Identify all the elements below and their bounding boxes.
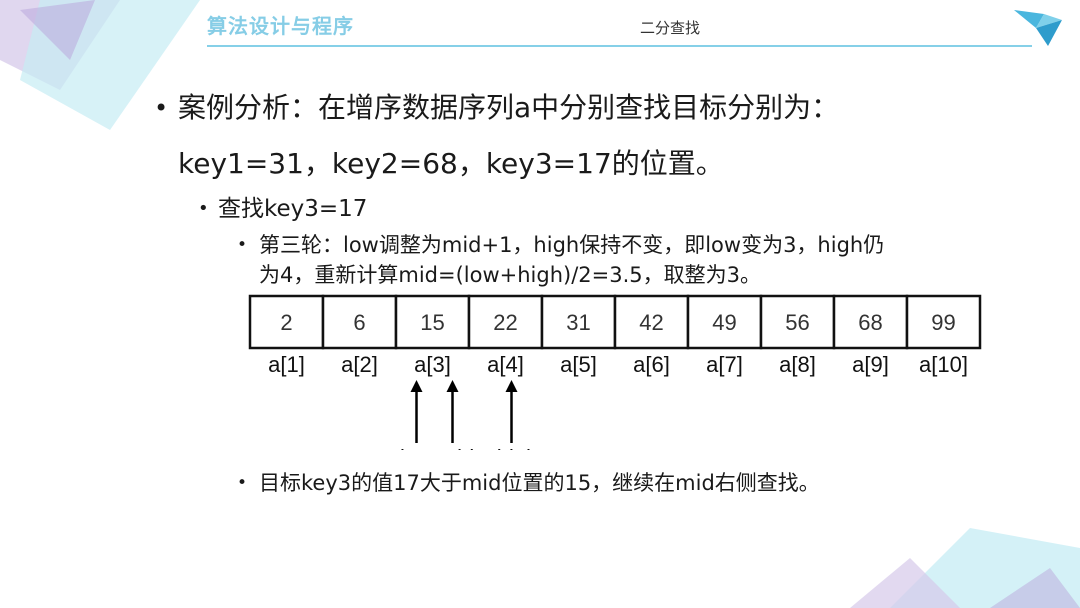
array-value: 42 xyxy=(639,310,663,335)
array-index-label: a[4] xyxy=(487,352,524,377)
conclusion-text: 目标key3的值17大于mid位置的15，继续在mid右侧查找。 xyxy=(259,471,820,495)
array-cell xyxy=(905,294,982,350)
array-value: 99 xyxy=(931,310,955,335)
header-divider xyxy=(207,45,1032,47)
array-index-label: a[6] xyxy=(633,352,670,377)
array-index-label: a[5] xyxy=(560,352,597,377)
array-cell xyxy=(321,294,398,350)
array-value: 56 xyxy=(785,310,809,335)
pointer-arrow-head xyxy=(446,380,459,392)
round-line-1: 第三轮：low调整为mid+1，high保持不变，即low变为3，high仍 xyxy=(259,233,885,257)
array-index-label: a[8] xyxy=(779,352,816,377)
round-three-text: 第三轮：low调整为mid+1，high保持不变，即low变为3，high仍 为… xyxy=(259,230,1039,290)
bullet-dot: • xyxy=(198,198,209,219)
case-line-2: key1=31，key2=68，key3=17的位置。 xyxy=(178,147,724,180)
array-index-label: a[9] xyxy=(852,352,889,377)
decorative-shapes-top-left xyxy=(0,0,200,130)
bullet-dot: • xyxy=(154,94,169,122)
case-analysis-text: 案例分析：在增序数据序列a中分别查找目标分别为： key1=31，key2=68… xyxy=(178,80,1048,192)
pointer-label-low: low xyxy=(400,445,433,450)
array-value: 22 xyxy=(493,310,517,335)
course-title: 算法设计与程序 xyxy=(207,14,354,38)
array-index-label: a[3] xyxy=(414,352,451,377)
array-value: 6 xyxy=(353,310,365,335)
array-index-label: a[1] xyxy=(268,352,305,377)
array-cell xyxy=(686,294,763,350)
pointer-arrow-head xyxy=(505,380,518,392)
round-line-2: 为4，重新计算mid=(low+high)/2=3.5，取整为3。 xyxy=(259,263,761,287)
array-cell xyxy=(832,294,909,350)
array-value: 68 xyxy=(858,310,882,335)
array-index-label: a[10] xyxy=(919,352,968,377)
array-value: 49 xyxy=(712,310,736,335)
pointer-arrow-head xyxy=(410,380,423,392)
array-cell xyxy=(540,294,617,350)
array-diagram: 2 a[1] 6 a[2] 15 a[3] 22 a[4] 31 a[5] 42 a[6] 49 a[7]… xyxy=(248,294,982,450)
bullet-dot: • xyxy=(237,235,248,255)
array-value: 2 xyxy=(280,310,292,335)
bullet-dot: • xyxy=(237,473,248,493)
array-cell xyxy=(759,294,836,350)
array-cell xyxy=(394,294,471,350)
array-value: 15 xyxy=(420,310,444,335)
array-index-label: a[2] xyxy=(341,352,378,377)
pointer-label-high: high xyxy=(497,445,539,450)
origami-bird-icon xyxy=(1014,10,1062,46)
array-value: 31 xyxy=(566,310,590,335)
pointer-label-mid: mid xyxy=(439,445,474,450)
case-line-1: 案例分析：在增序数据序列a中分别查找目标分别为： xyxy=(178,91,840,124)
array-cell xyxy=(248,294,325,350)
section-title: 二分查找 xyxy=(640,19,701,37)
array-index-label: a[7] xyxy=(706,352,743,377)
search-key3-text: 查找key3=17 xyxy=(218,196,368,222)
decorative-shapes-bottom-right xyxy=(850,528,1080,608)
